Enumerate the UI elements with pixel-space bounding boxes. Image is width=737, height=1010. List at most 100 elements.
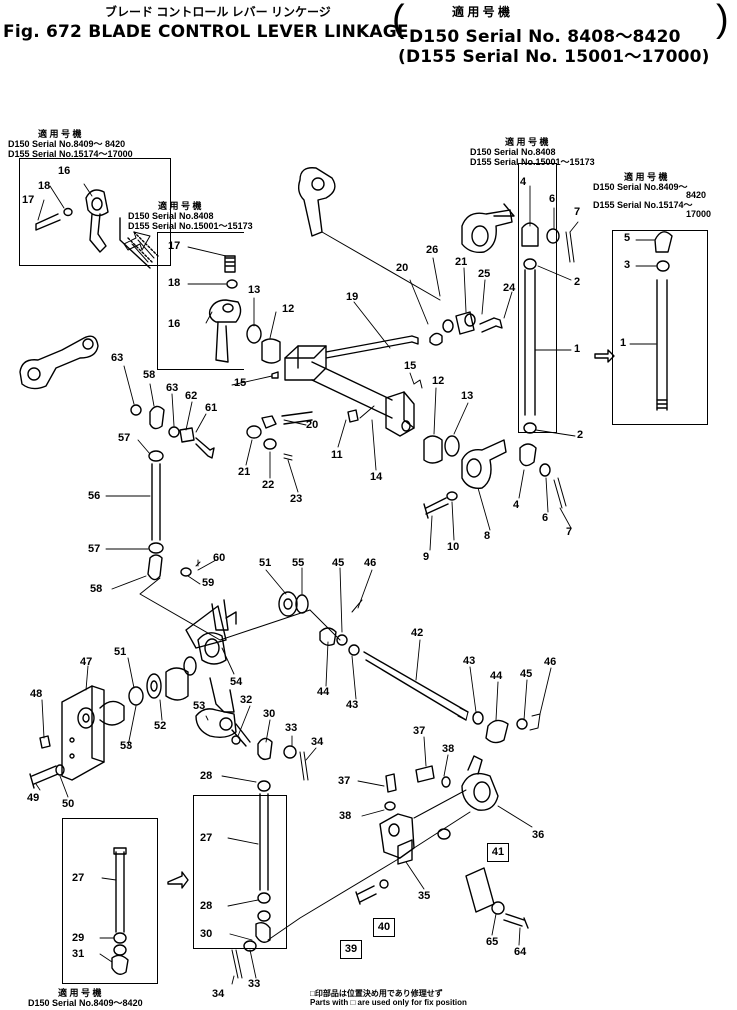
label-8: 8 bbox=[484, 530, 491, 542]
inset-trb-line1b: 8420 bbox=[686, 190, 707, 200]
label-58-lower: 58 bbox=[90, 583, 103, 595]
label-63-left: 63 bbox=[111, 352, 124, 364]
boxed-label-40: 40 bbox=[373, 918, 395, 937]
inset-tra-jp: 適 用 号 機 bbox=[505, 137, 549, 147]
label-38: 38 bbox=[339, 810, 352, 822]
label-33: 33 bbox=[248, 978, 261, 990]
label-12: 12 bbox=[282, 303, 295, 315]
label-43-left: 43 bbox=[346, 699, 359, 711]
inset-bl-jp: 適 用 号 機 bbox=[58, 988, 102, 998]
label-10: 10 bbox=[447, 541, 460, 553]
inset-right-a-rod bbox=[521, 222, 575, 434]
label-6-top: 6 bbox=[549, 193, 556, 205]
label-37: 37 bbox=[338, 775, 351, 787]
label-49: 49 bbox=[27, 792, 40, 804]
label-43-right: 43 bbox=[463, 655, 476, 667]
label-31: 31 bbox=[72, 948, 85, 960]
inset-trb-line2b: 17000 bbox=[686, 209, 712, 219]
label-1: 1 bbox=[574, 343, 581, 355]
label-4-lower: 4 bbox=[513, 499, 520, 511]
label-20: 20 bbox=[396, 262, 409, 274]
cross-shaft-42 bbox=[309, 599, 541, 744]
label-14: 14 bbox=[370, 471, 383, 483]
label-64: 64 bbox=[514, 946, 527, 958]
label-50: 50 bbox=[62, 798, 75, 810]
inset-ml-jp: 適 用 号 機 bbox=[158, 201, 202, 211]
label-11: 11 bbox=[331, 449, 343, 461]
inset-box-right-a bbox=[518, 163, 557, 433]
label-1-inset: 1 bbox=[620, 337, 627, 349]
label-27-inset: 27 bbox=[72, 872, 85, 884]
label-48: 48 bbox=[30, 688, 43, 700]
label-3: 3 bbox=[624, 259, 631, 271]
inset-box-top-left bbox=[19, 158, 171, 266]
label-28-top: 28 bbox=[200, 770, 213, 782]
label-18-inset: 18 bbox=[38, 180, 51, 192]
inset-bl-line1: D150 Serial No.8409～8420 bbox=[28, 998, 143, 1008]
label-7-lower: 7 bbox=[566, 526, 573, 538]
label-16-inset: 16 bbox=[58, 165, 71, 177]
label-13-right: 13 bbox=[461, 390, 474, 402]
label-42: 42 bbox=[411, 627, 424, 639]
boxed-label-41: 41 bbox=[487, 843, 509, 862]
label-17: 17 bbox=[168, 240, 181, 252]
header-paren-close: ) bbox=[716, 0, 729, 40]
label-27: 27 bbox=[200, 832, 213, 844]
left-lever-arm bbox=[19, 335, 142, 416]
label-55: 55 bbox=[292, 557, 305, 569]
label-46-right: 46 bbox=[544, 656, 557, 668]
label-62: 62 bbox=[185, 390, 198, 402]
inset-tra-line2: D155 Serial No.15001～15173 bbox=[470, 157, 595, 167]
label-5: 5 bbox=[624, 232, 631, 244]
label-37-top: 37 bbox=[413, 725, 426, 737]
boxed-label-39: 39 bbox=[340, 940, 362, 959]
reference-arrows bbox=[123, 231, 155, 263]
label-38-top: 38 bbox=[442, 743, 455, 755]
label-52: 52 bbox=[154, 720, 167, 732]
link-rod-27-inset bbox=[111, 847, 189, 975]
serial-d150: D150 Serial No. 8408～8420 bbox=[409, 27, 681, 47]
inset-tl-line1: D150 Serial No.8409～ 8420 bbox=[8, 139, 126, 149]
label-20-lower: 20 bbox=[306, 419, 319, 431]
footer-japanese: □印部品は位置決め用であり修理せず bbox=[310, 989, 443, 998]
right-lower-bracket bbox=[423, 439, 567, 519]
label-2-lower: 2 bbox=[577, 429, 584, 441]
inset-tra-line1: D150 Serial No.8408 bbox=[470, 147, 556, 157]
label-29: 29 bbox=[72, 932, 85, 944]
label-65: 65 bbox=[486, 936, 499, 948]
leader-lines bbox=[35, 183, 657, 985]
inset-trb-line2: D155 Serial No.15174～ bbox=[593, 200, 693, 210]
label-45-right: 45 bbox=[520, 668, 533, 680]
title-japanese: ブレード コントロール レバー リンケージ bbox=[105, 5, 331, 19]
label-58-top: 58 bbox=[143, 369, 156, 381]
label-63: 63 bbox=[166, 382, 179, 394]
label-19: 19 bbox=[346, 291, 359, 303]
upper-right-bracket bbox=[461, 203, 515, 254]
label-9: 9 bbox=[423, 551, 430, 563]
label-44-left: 44 bbox=[317, 686, 330, 698]
inset-tl-jp: 適 用 号 機 bbox=[38, 129, 82, 139]
footer-english: Parts with □ are used only for fix posit… bbox=[310, 998, 467, 1007]
label-25: 25 bbox=[478, 268, 491, 280]
inset-box-right-b bbox=[612, 230, 708, 425]
label-53: 53 bbox=[193, 700, 206, 712]
label-51: 51 bbox=[114, 646, 127, 658]
label-46-top: 46 bbox=[364, 557, 377, 569]
label-33-top: 33 bbox=[285, 722, 298, 734]
label-21: 21 bbox=[455, 256, 468, 268]
label-13: 13 bbox=[248, 284, 261, 296]
label-6-lower: 6 bbox=[542, 512, 549, 524]
label-59: 59 bbox=[202, 577, 215, 589]
label-44-right: 44 bbox=[490, 670, 503, 682]
inset-ml-line2: D155 Serial No.15001～15173 bbox=[128, 221, 253, 231]
label-56: 56 bbox=[88, 490, 101, 502]
label-54: 54 bbox=[230, 676, 243, 688]
label-17-inset: 17 bbox=[22, 194, 35, 206]
label-32: 32 bbox=[240, 694, 253, 706]
label-53-left: 53 bbox=[120, 740, 133, 752]
label-61: 61 bbox=[205, 402, 218, 414]
label-60: 60 bbox=[213, 552, 226, 564]
inset-trb-jp: 適 用 号 機 bbox=[624, 172, 668, 182]
label-23: 23 bbox=[290, 493, 303, 505]
